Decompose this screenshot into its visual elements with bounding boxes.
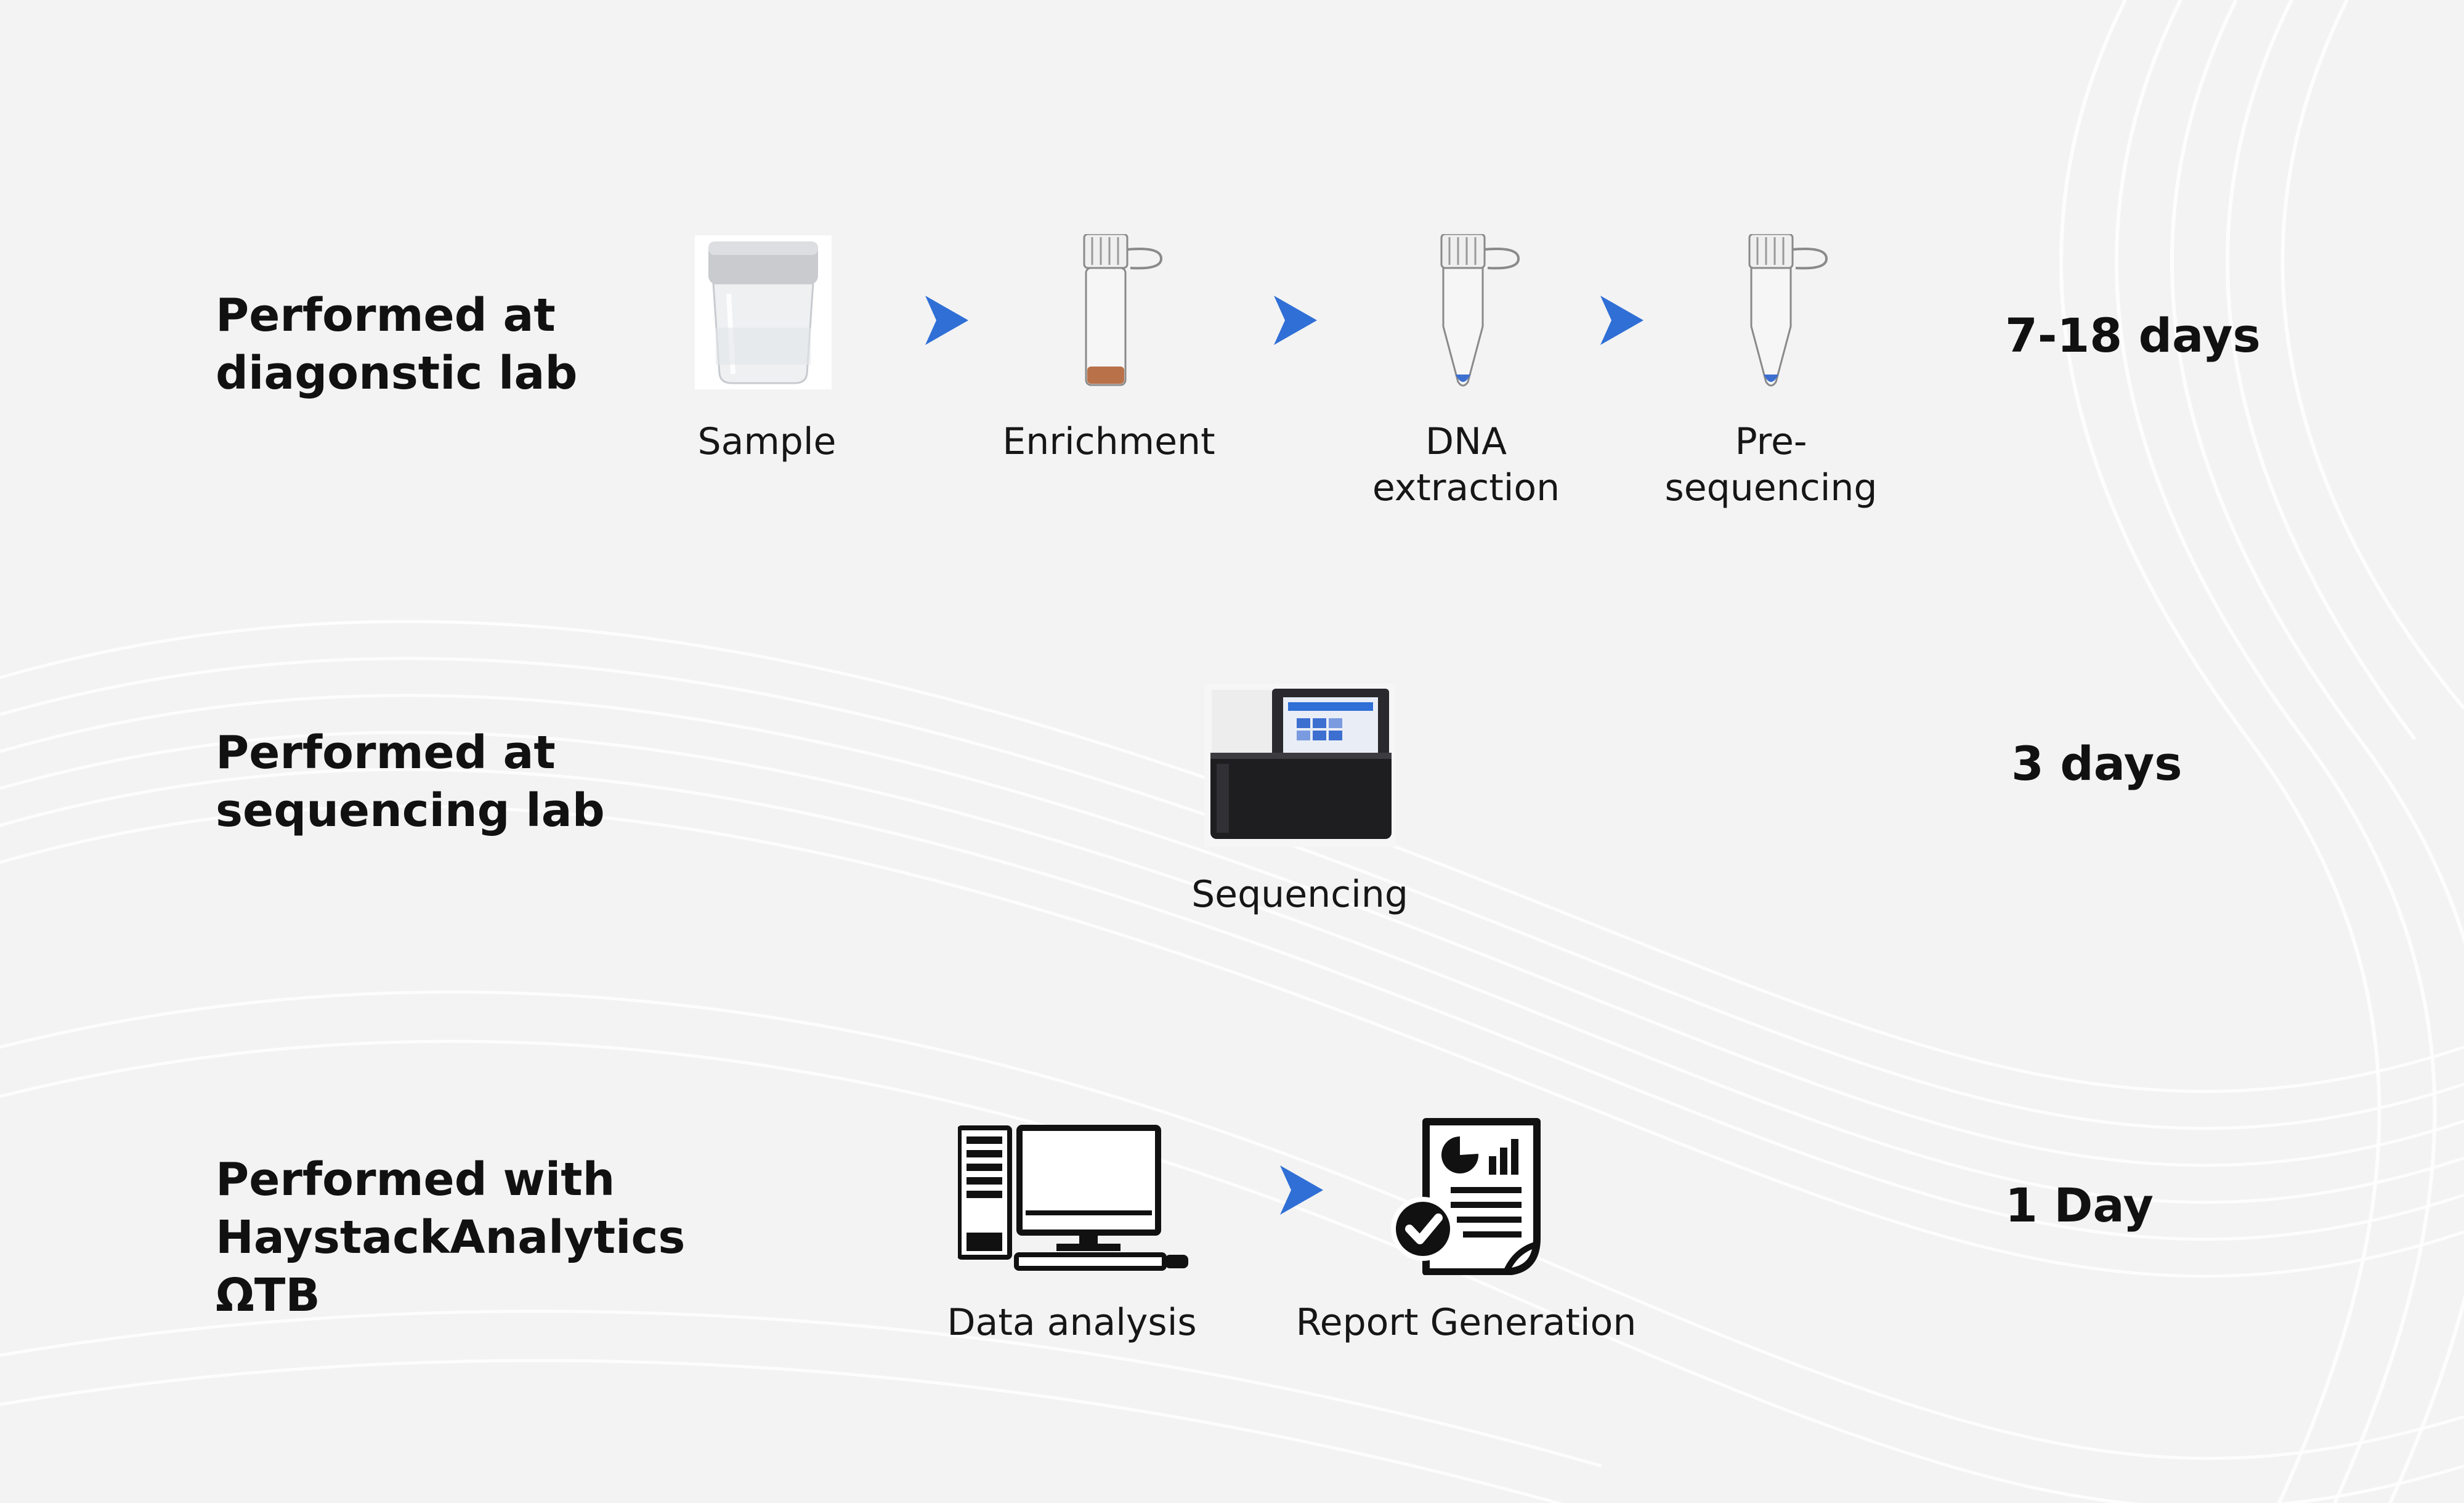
- step-label-line: extraction: [1372, 466, 1560, 509]
- step-label-line: DNA: [1425, 420, 1507, 463]
- report-document-icon: [1389, 1118, 1543, 1276]
- row-label-sequencing-lab: Performed at sequencing lab: [216, 724, 605, 840]
- row-label-line: Performed with: [216, 1153, 615, 1206]
- computer-workstation-icon: [957, 1124, 1192, 1272]
- step-label-line: Sequencing: [1191, 873, 1408, 916]
- step-label-line: sequencing: [1664, 466, 1878, 509]
- step-label-pre-sequencing: Pre- sequencing: [1632, 419, 1910, 511]
- row-label-diagnostic-lab: Performed at diagonstic lab: [216, 286, 577, 402]
- row-label-haystackanalytics: Performed with HaystackAnalytics ΩTB: [216, 1151, 685, 1324]
- step-label-report-generation: Report Generation: [1263, 1300, 1669, 1346]
- pre-sequencing-tube-icon: [1740, 233, 1833, 391]
- duration-diagnostic-lab: 7-18 days: [2005, 308, 2261, 363]
- sequencer-machine-icon: [1204, 684, 1395, 847]
- row-label-line: Performed at: [216, 726, 556, 779]
- step-label-line: Report Generation: [1295, 1301, 1637, 1344]
- duration-haystackanalytics: 1 Day: [2005, 1178, 2154, 1233]
- row-label-line: ΩTB: [216, 1269, 320, 1322]
- arrow-right-icon: [1600, 296, 1643, 345]
- dna-extraction-tube-icon: [1432, 233, 1525, 391]
- step-label-enrichment: Enrichment: [955, 419, 1263, 465]
- step-label-sample: Sample: [628, 419, 906, 465]
- step-label-line: Enrichment: [1002, 420, 1215, 463]
- step-label-sequencing: Sequencing: [1152, 872, 1448, 918]
- row-label-line: Performed at: [216, 289, 556, 342]
- enrichment-tube-icon: [1075, 233, 1167, 391]
- arrow-right-icon: [1280, 1165, 1323, 1215]
- step-label-line: Sample: [697, 420, 837, 463]
- step-label-line: Data analysis: [947, 1301, 1197, 1344]
- row-label-line: HaystackAnalytics: [216, 1211, 686, 1264]
- duration-sequencing-lab: 3 days: [2011, 736, 2182, 791]
- step-label-line: Pre-: [1735, 420, 1807, 463]
- step-label-dna-extraction: DNA extraction: [1337, 419, 1595, 511]
- arrow-right-icon: [1274, 296, 1317, 345]
- step-label-data-analysis: Data analysis: [924, 1300, 1220, 1346]
- row-label-line: diagonstic lab: [216, 347, 578, 400]
- row-label-line: sequencing lab: [216, 784, 605, 837]
- arrow-right-icon: [925, 296, 968, 345]
- sample-container-icon: [695, 235, 832, 389]
